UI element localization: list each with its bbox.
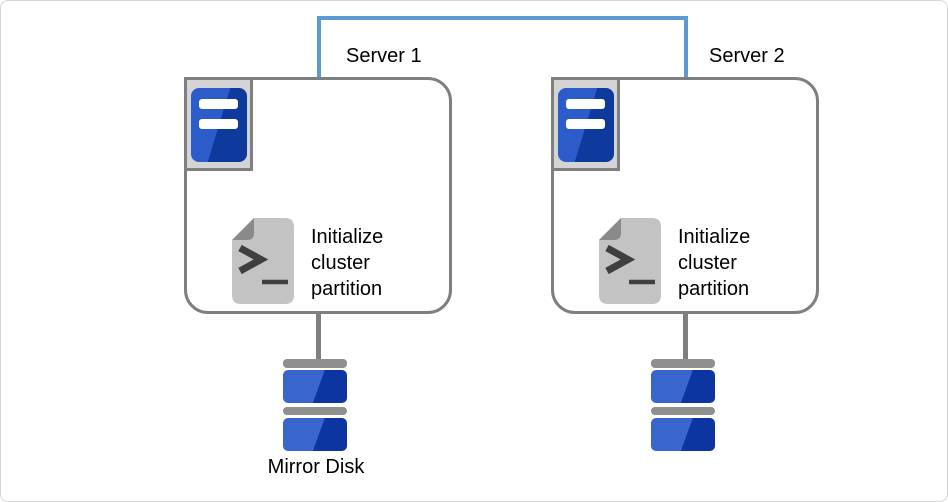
interconnect-line-horizontal <box>317 16 688 20</box>
disk-platter <box>283 370 347 403</box>
disk-platter <box>651 370 715 403</box>
server-chassis-icon <box>558 88 614 162</box>
server1-group: Initialize cluster partition <box>184 77 452 314</box>
server2-disk-connector <box>683 311 688 363</box>
mirror-disk-icon-server2 <box>651 359 715 451</box>
server2-script-caption: Initialize cluster partition <box>678 226 751 300</box>
server-slot-bar <box>566 99 605 109</box>
server-icon <box>184 77 253 171</box>
disk-cap-bar <box>651 359 715 368</box>
disk-cap-bar <box>283 359 347 368</box>
server1-script-caption: Initialize cluster partition <box>311 226 384 300</box>
server-icon <box>551 77 620 171</box>
disk-separator-bar <box>651 407 715 415</box>
mirror-disk-label: Mirror Disk <box>267 456 365 478</box>
shell-script-icon <box>599 218 661 304</box>
shell-script-icon <box>232 218 294 304</box>
mirror-disk-icon-server1 <box>283 359 347 451</box>
server-slot-bar <box>199 119 238 129</box>
server2-label: Server 2 <box>709 45 785 67</box>
server-slot-bar <box>566 119 605 129</box>
server-slot-bar <box>199 99 238 109</box>
disk-platter <box>651 418 715 451</box>
disk-separator-bar <box>283 407 347 415</box>
disk-platter <box>283 418 347 451</box>
server2-group: Initialize cluster partition <box>551 77 819 314</box>
interconnect-line-server2 <box>684 16 688 78</box>
interconnect-line-server1 <box>317 16 321 78</box>
server-chassis-icon <box>191 88 247 162</box>
server1-label: Server 1 <box>346 45 422 67</box>
server1-disk-connector <box>316 311 321 363</box>
